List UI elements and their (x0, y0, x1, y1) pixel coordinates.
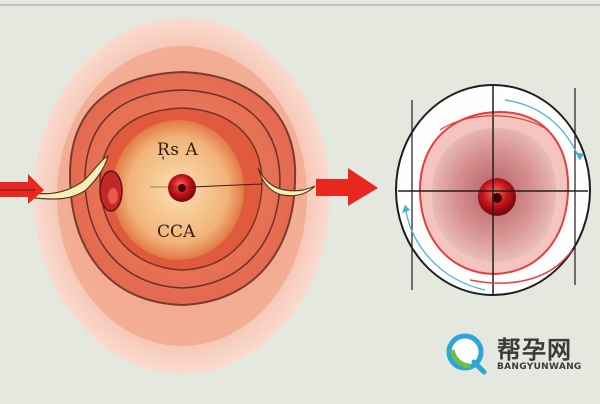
central-vessel-lumen (178, 184, 186, 192)
watermark-brand-en: BANGYUNWANG (497, 362, 582, 372)
right-arrow-icon (316, 168, 378, 206)
label-bottom: CCA (157, 222, 196, 242)
blue-arrowhead-top (575, 152, 584, 160)
cross-section-left (34, 18, 330, 374)
left-arrow-icon (0, 174, 44, 204)
muscle-contour (84, 89, 281, 289)
watermark-brand-cn: 帮孕网 (497, 336, 572, 364)
blue-flow-bottom (404, 204, 486, 291)
right-vessel-lumen (492, 193, 502, 203)
red-contour-top (439, 115, 549, 131)
blue-arrowhead-bottom (402, 205, 410, 213)
label-top: R̩s A (157, 140, 199, 160)
right-nerve-fiber (257, 167, 316, 197)
watermark-logo: 帮孕网 BANGYUNWANG (443, 330, 593, 380)
magnifier-q-logo-icon (446, 333, 487, 375)
left-vessel-inner (108, 188, 118, 204)
red-contour-bottom (469, 249, 573, 284)
blue-flow-top (504, 99, 581, 161)
left-nerve-fiber (34, 154, 109, 200)
pointer-line (191, 183, 263, 188)
cross-section-right (395, 84, 591, 296)
